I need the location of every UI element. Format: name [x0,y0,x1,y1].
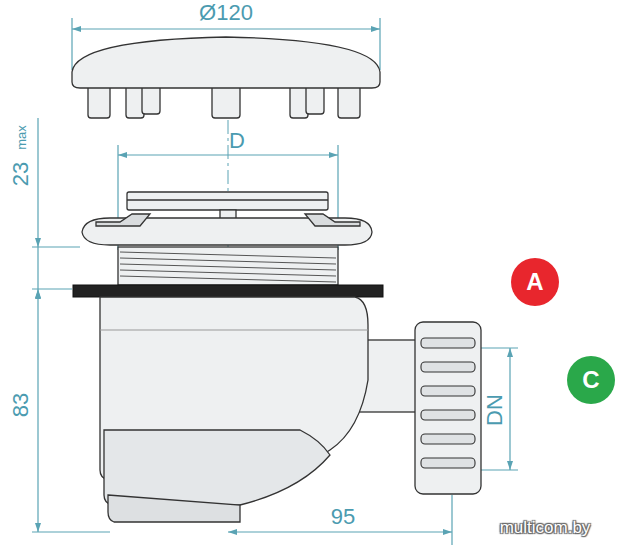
dimension-value: DN [484,394,506,426]
watermark: multicom.by [500,519,591,536]
letter-badge: C [566,355,616,405]
dimension-value: 83 [10,393,32,417]
badge-letter: C [566,355,616,405]
dimension-value: 23 [10,162,32,186]
letter-badge: A [510,257,560,307]
dimension-value: 95 [331,506,355,528]
dimension-value: D [229,130,245,152]
dimension-note: max [15,125,28,150]
badge-letter: A [510,257,560,307]
dimension-value: Ø120 [199,2,253,24]
